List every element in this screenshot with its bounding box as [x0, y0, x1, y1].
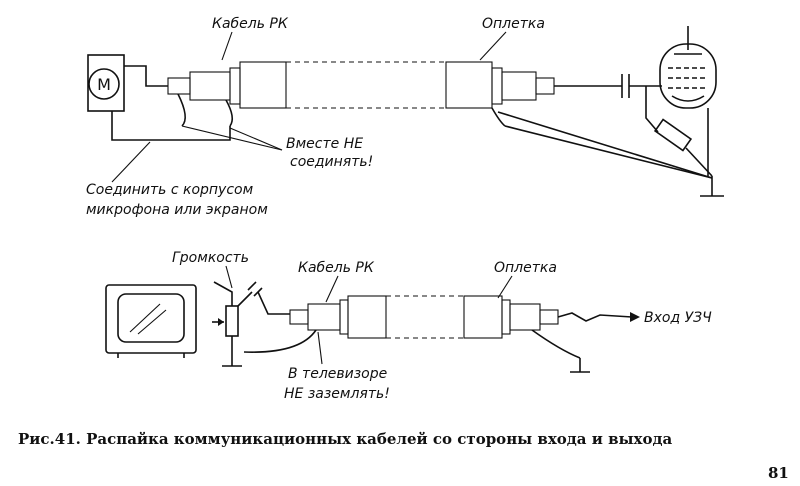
resistor-symbol — [653, 118, 693, 152]
tv-icon — [105, 284, 197, 358]
bottom-braid-label: Оплетка — [494, 260, 557, 276]
ground-label-2: микрофона или экраном — [86, 202, 268, 218]
bottom-cable-label: Кабель РК — [298, 260, 375, 276]
input-label: Вход УЗЧ — [644, 310, 712, 326]
ground-symbol — [700, 176, 724, 197]
bottom-cable-left-end — [289, 295, 387, 339]
dont-connect-label-2: соединять! — [290, 154, 373, 170]
ground-label-1: Соединить с корпусом — [86, 182, 254, 198]
potentiometer-symbol — [212, 305, 239, 337]
tv-label-1: В телевизоре — [288, 366, 387, 382]
bottom-cable-right-end — [463, 295, 559, 339]
top-diagram: M — [86, 16, 724, 218]
dont-connect-label-1: Вместе НЕ — [286, 136, 363, 152]
bottom-ground-right — [570, 358, 590, 373]
bottom-diagram: Громкость Кабель РК Оплетка В телевизоре… — [105, 250, 712, 402]
microphone-icon: M — [87, 54, 125, 112]
figure-caption: Рис.41. Распайка коммуникационных кабеле… — [18, 430, 673, 448]
capacitor-symbol — [621, 74, 630, 98]
volume-label: Громкость — [172, 250, 249, 266]
top-braid-label: Оплетка — [482, 16, 545, 32]
top-cable-left-end — [167, 61, 287, 109]
mic-symbol: M — [97, 75, 111, 94]
page-number: 81 — [768, 464, 789, 482]
top-cable-right-end — [445, 61, 555, 109]
tv-label-2: НЕ заземлять! — [284, 386, 390, 402]
top-cable-label: Кабель РК — [212, 16, 289, 32]
vacuum-tube-icon — [659, 26, 717, 109]
